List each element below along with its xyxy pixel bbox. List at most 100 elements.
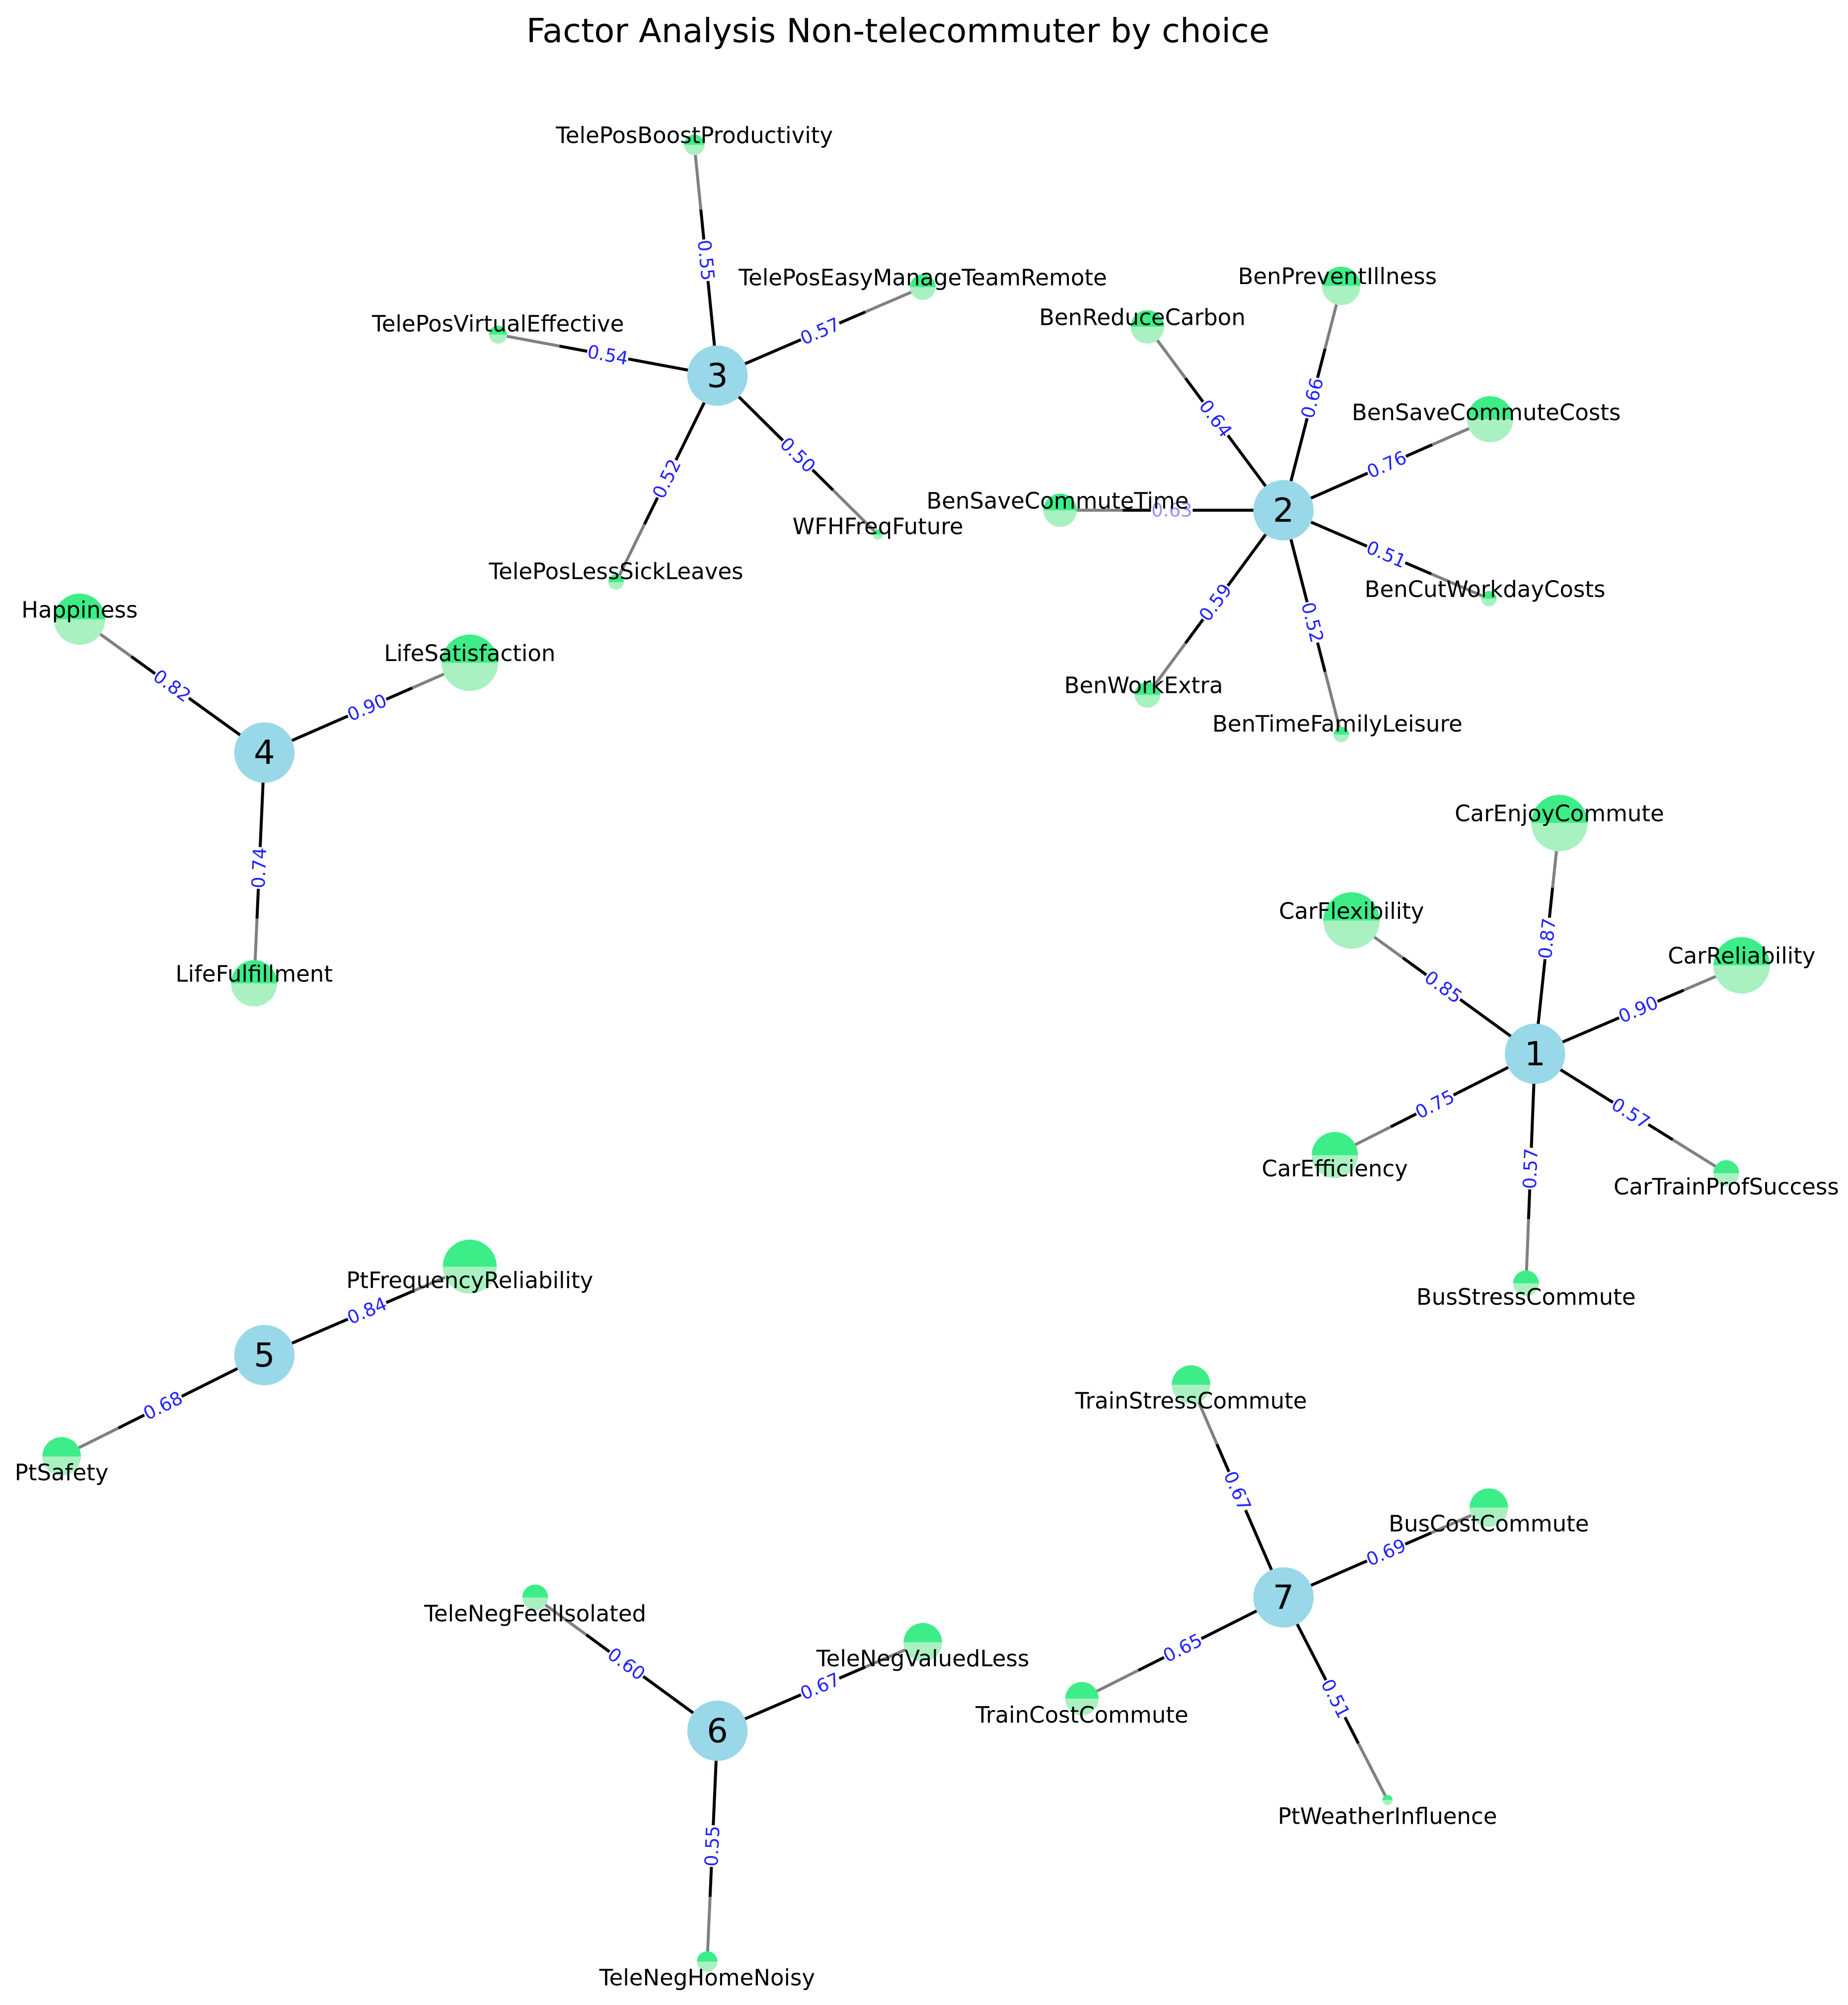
variable-node-tele-pos-easy-manage-team-remote: [910, 274, 936, 300]
variable-label-car-reliability: CarReliability: [1668, 943, 1815, 969]
variable-label-ben-prevent-illness: BenPreventIllness: [1238, 263, 1437, 290]
variable-node-tele-neg-feel-isolated: [522, 1584, 548, 1611]
weight-bg-factor-6-tele-neg-home-noisy: [700, 1825, 725, 1868]
variable-node-car-efficiency: [1312, 1132, 1358, 1179]
weight-label-factor-2-ben-prevent-illness: 0.66: [1297, 375, 1328, 421]
variable-label-happiness: Happiness: [21, 596, 138, 623]
weight-bg-factor-4-life-satisfaction: [343, 689, 391, 726]
weight-label-factor-3-tele-pos-less-sick-leaves: 0.52: [648, 456, 685, 502]
weight-bg-factor-3-tele-pos-virtual-effective: [585, 340, 630, 370]
factor-label-7: 7: [1273, 1578, 1294, 1617]
weight-bg-factor-6-tele-neg-feel-isolated: [603, 1642, 650, 1686]
weight-label-factor-1-car-enjoy-commute: 0.87: [1535, 917, 1560, 960]
variable-node-life-fulfillment: [231, 960, 278, 1007]
variable-label-train-stress-commute: TrainStressCommute: [1075, 1388, 1307, 1414]
weight-bg-factor-6-tele-neg-valued-less: [797, 1668, 844, 1705]
variable-node-train-cost-commute: [1065, 1682, 1099, 1715]
weight-label-factor-4-life-satisfaction: 0.90: [344, 690, 390, 726]
weight-label-factor-6-tele-neg-home-noisy: 0.55: [701, 1825, 724, 1867]
variable-node-happiness: [54, 594, 105, 645]
weight-bg-factor-3-tele-pos-less-sick-leaves: [648, 455, 686, 503]
weight-label-factor-7-train-cost-commute: 0.65: [1160, 1630, 1206, 1667]
factor-node-6: [687, 1701, 748, 1761]
factor-label-1: 1: [1525, 1035, 1546, 1073]
edge-tail-factor-2-ben-cut-workday-costs: [1430, 572, 1489, 600]
weight-bg-factor-4-happiness: [148, 665, 196, 707]
weight-label-factor-3-tele-pos-easy-manage-team-remote: 0.57: [797, 313, 843, 349]
variable-label-pt-frequency-reliability: PtFrequencyReliability: [346, 1267, 593, 1293]
factor-node-4: [234, 722, 295, 783]
weight-label-factor-2-ben-work-extra: 0.59: [1195, 580, 1236, 625]
diagram-title: Factor Analysis Non-telecommuter by choi…: [526, 11, 1269, 50]
weight-label-factor-7-train-stress-commute: 0.67: [1219, 1468, 1255, 1514]
variable-label-ben-save-commute-time: BenSaveCommuteTime: [926, 488, 1188, 514]
labels-layer: 0.87 CarEnjoyCommute 0.85 CarFlexibility 0.9…: [15, 122, 1839, 1991]
variable-label-car-enjoy-commute: CarEnjoyCommute: [1455, 801, 1664, 827]
weight-bg-factor-7-train-cost-commute: [1159, 1629, 1206, 1667]
weight-label-factor-2-ben-save-commute-time: 0.63: [1151, 500, 1192, 521]
weight-label-factor-1-car-efficiency: 0.75: [1412, 1086, 1458, 1123]
weight-bg-factor-3-wfhfreq-future: [775, 433, 820, 478]
variable-label-life-satisfaction: LifeSatisfaction: [384, 640, 555, 667]
variable-label-pt-safety: PtSafety: [15, 1459, 109, 1485]
variable-node-pt-safety: [42, 1437, 81, 1476]
weight-label-factor-6-tele-neg-valued-less: 0.67: [797, 1669, 843, 1705]
variable-label-pt-weather-influence: PtWeatherInfluence: [1278, 1803, 1497, 1829]
variable-label-tele-pos-less-sick-leaves: TelePosLessSickLeaves: [488, 558, 743, 585]
variable-label-bus-cost-commute: BusCostCommute: [1389, 1511, 1589, 1537]
factor-label-2: 2: [1273, 491, 1294, 529]
variable-node-ben-save-commute-costs: [1467, 396, 1513, 443]
variable-label-tele-neg-home-noisy: TeleNegHomeNoisy: [599, 1965, 815, 1991]
weight-bg-factor-1-car-flexibility: [1420, 966, 1467, 1009]
variable-node-car-reliability: [1713, 937, 1770, 994]
weight-bg-factor-1-bus-stress-commute: [1519, 1147, 1543, 1190]
weight-bg-factor-2-ben-work-extra: [1194, 579, 1237, 626]
variable-label-wfhfreq-future: WFHFreqFuture: [793, 513, 963, 539]
factor-node-2: [1253, 480, 1314, 541]
variable-label-tele-pos-boost-productivity: TelePosBoostProductivity: [555, 122, 833, 149]
variable-node-tele-pos-virtual-effective: [489, 325, 507, 344]
variable-node-life-satisfaction: [441, 634, 498, 691]
weight-bg-factor-1-car-efficiency: [1411, 1085, 1459, 1124]
weight-label-factor-2-ben-save-commute-costs: 0.76: [1364, 446, 1410, 483]
edge-tail-factor-3-wfhfreq-future: [832, 489, 879, 536]
weight-label-factor-5-pt-safety: 0.68: [140, 1387, 186, 1424]
weight-label-factor-1-car-train-prof-success: 0.57: [1608, 1094, 1654, 1133]
factor-label-6: 6: [707, 1711, 728, 1750]
variable-label-life-fulfillment: LifeFulfillment: [175, 961, 333, 987]
variable-node-tele-neg-valued-less: [903, 1623, 942, 1662]
weight-label-factor-1-car-flexibility: 0.85: [1420, 966, 1466, 1008]
factor-node-5: [234, 1325, 295, 1386]
weight-bg-factor-2-ben-reduce-carbon: [1194, 395, 1237, 442]
variable-node-train-stress-commute: [1172, 1365, 1210, 1404]
factor-label-5: 5: [254, 1336, 275, 1374]
variable-node-car-train-prof-success: [1713, 1160, 1739, 1186]
factor-node-1: [1505, 1024, 1565, 1084]
variable-node-ben-work-extra: [1134, 682, 1161, 708]
weight-label-factor-2-ben-reduce-carbon: 0.64: [1195, 396, 1237, 442]
variable-label-car-flexibility: CarFlexibility: [1279, 898, 1424, 924]
variable-label-ben-time-family-leisure: BenTimeFamilyLeisure: [1212, 711, 1463, 737]
factor-label-4: 4: [254, 733, 275, 772]
variable-node-bus-stress-commute: [1513, 1270, 1539, 1296]
variable-label-car-efficiency: CarEfficiency: [1262, 1156, 1408, 1182]
weight-bg-factor-5-pt-safety: [139, 1386, 187, 1425]
variable-label-tele-pos-virtual-effective: TelePosVirtualEffective: [371, 311, 624, 337]
variable-node-ben-prevent-illness: [1322, 266, 1361, 305]
variable-label-ben-reduce-carbon: BenReduceCarbon: [1039, 304, 1246, 331]
weight-bg-factor-3-tele-pos-boost-productivity: [693, 238, 719, 282]
variable-label-bus-stress-commute: BusStressCommute: [1416, 1284, 1636, 1310]
weight-label-factor-6-tele-neg-feel-isolated: 0.60: [603, 1643, 649, 1685]
variable-node-ben-reduce-carbon: [1130, 310, 1164, 344]
edge-tail-factor-6-tele-neg-home-noisy: [705, 1897, 712, 1962]
weight-label-factor-3-tele-pos-boost-productivity: 0.55: [693, 239, 719, 282]
variable-node-tele-neg-home-noisy: [697, 1951, 718, 1972]
weight-label-factor-1-car-reliability: 0.90: [1616, 992, 1662, 1028]
edge-tail-factor-3-tele-pos-virtual-effective: [498, 333, 560, 348]
variable-node-pt-frequency-reliability: [443, 1240, 497, 1294]
variable-label-tele-pos-easy-manage-team-remote: TelePosEasyManageTeamRemote: [738, 265, 1107, 291]
variable-node-car-flexibility: [1323, 892, 1380, 949]
variable-label-train-cost-commute: TrainCostCommute: [975, 1702, 1188, 1728]
weight-label-factor-7-pt-weather-influence: 0.51: [1317, 1676, 1354, 1722]
